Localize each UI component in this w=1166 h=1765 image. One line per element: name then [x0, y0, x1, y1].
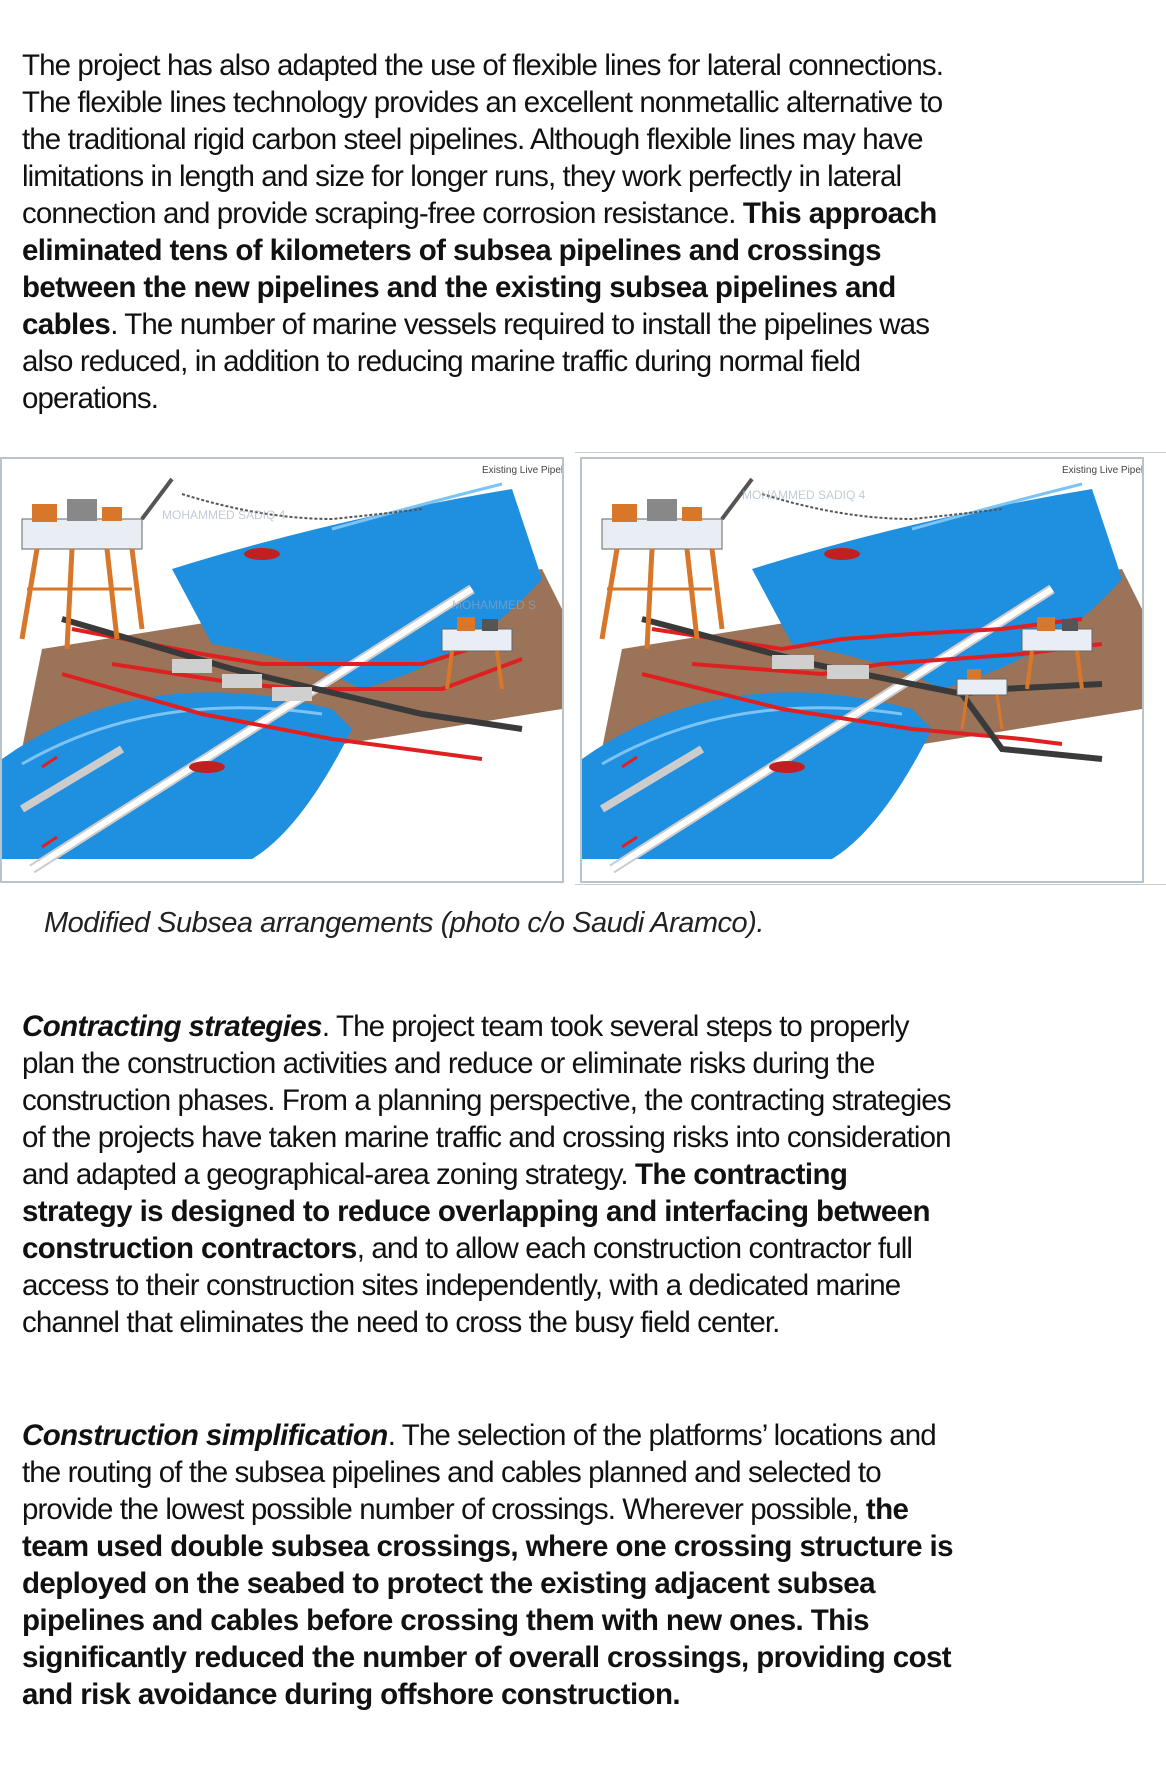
p2-text-a: . The project team took several steps to… — [22, 1010, 951, 1191]
platform-jacket-right — [441, 617, 513, 690]
p3-text-a: . The selection of the platforms’ locati… — [22, 1419, 937, 1526]
watermark-left: MOHAMMED SADIQ 4 — [162, 508, 286, 522]
frame-top-line — [575, 452, 1166, 453]
frame-bottom-line — [575, 884, 1166, 885]
watermark-right: MOHAMMED SADIQ 4 — [742, 488, 866, 502]
p2-bold-a: The contracting strategy is designed to … — [22, 1158, 930, 1265]
paragraph-construction-simplification: Construction simplification. The selecti… — [22, 1417, 962, 1713]
paragraph-contracting-strategies: Contracting strategies. The project team… — [22, 1008, 962, 1341]
p1-text-b: . The number of marine vessels required … — [22, 308, 930, 415]
existing-label-left: Existing Live Pipelines & Cables — [482, 465, 562, 476]
p3-bold-a: the team used double subsea crossings, w… — [22, 1493, 954, 1711]
subsea-illustration-right: Existing Live Pipelines & Cables MOHAMME… — [582, 459, 1142, 881]
subsea-arrangement-image-left: Existing Live Pipelines & Cables MOHAMME… — [0, 457, 564, 883]
figure-caption: Modified Subsea arrangements (photo c/o … — [44, 907, 764, 939]
p2-text-b: , and to allow each construction contrac… — [22, 1232, 913, 1339]
paragraph-flexible-lines: The project has also adapted the use of … — [22, 47, 962, 417]
subsea-arrangement-image-right: Existing Live Pipelines & Cables MOHAMME… — [580, 457, 1144, 883]
watermark-mid: MOHAMMED S — [452, 598, 536, 612]
p3-heading: Construction simplification — [22, 1419, 388, 1452]
p1-text-a: The project has also adapted the use of … — [22, 49, 944, 230]
platform-jacket-right-2 — [956, 617, 1093, 730]
existing-label-right: Existing Live Pipelines & Cables — [1062, 465, 1142, 476]
platform-jacket-left — [19, 477, 174, 650]
subsea-illustration-left: Existing Live Pipelines & Cables MOHAMME… — [2, 459, 562, 881]
p2-heading: Contracting strategies — [22, 1010, 323, 1043]
platform-jacket-left-2 — [599, 477, 754, 650]
p1-bold-a: This approach eliminated tens of kilomet… — [22, 197, 937, 341]
